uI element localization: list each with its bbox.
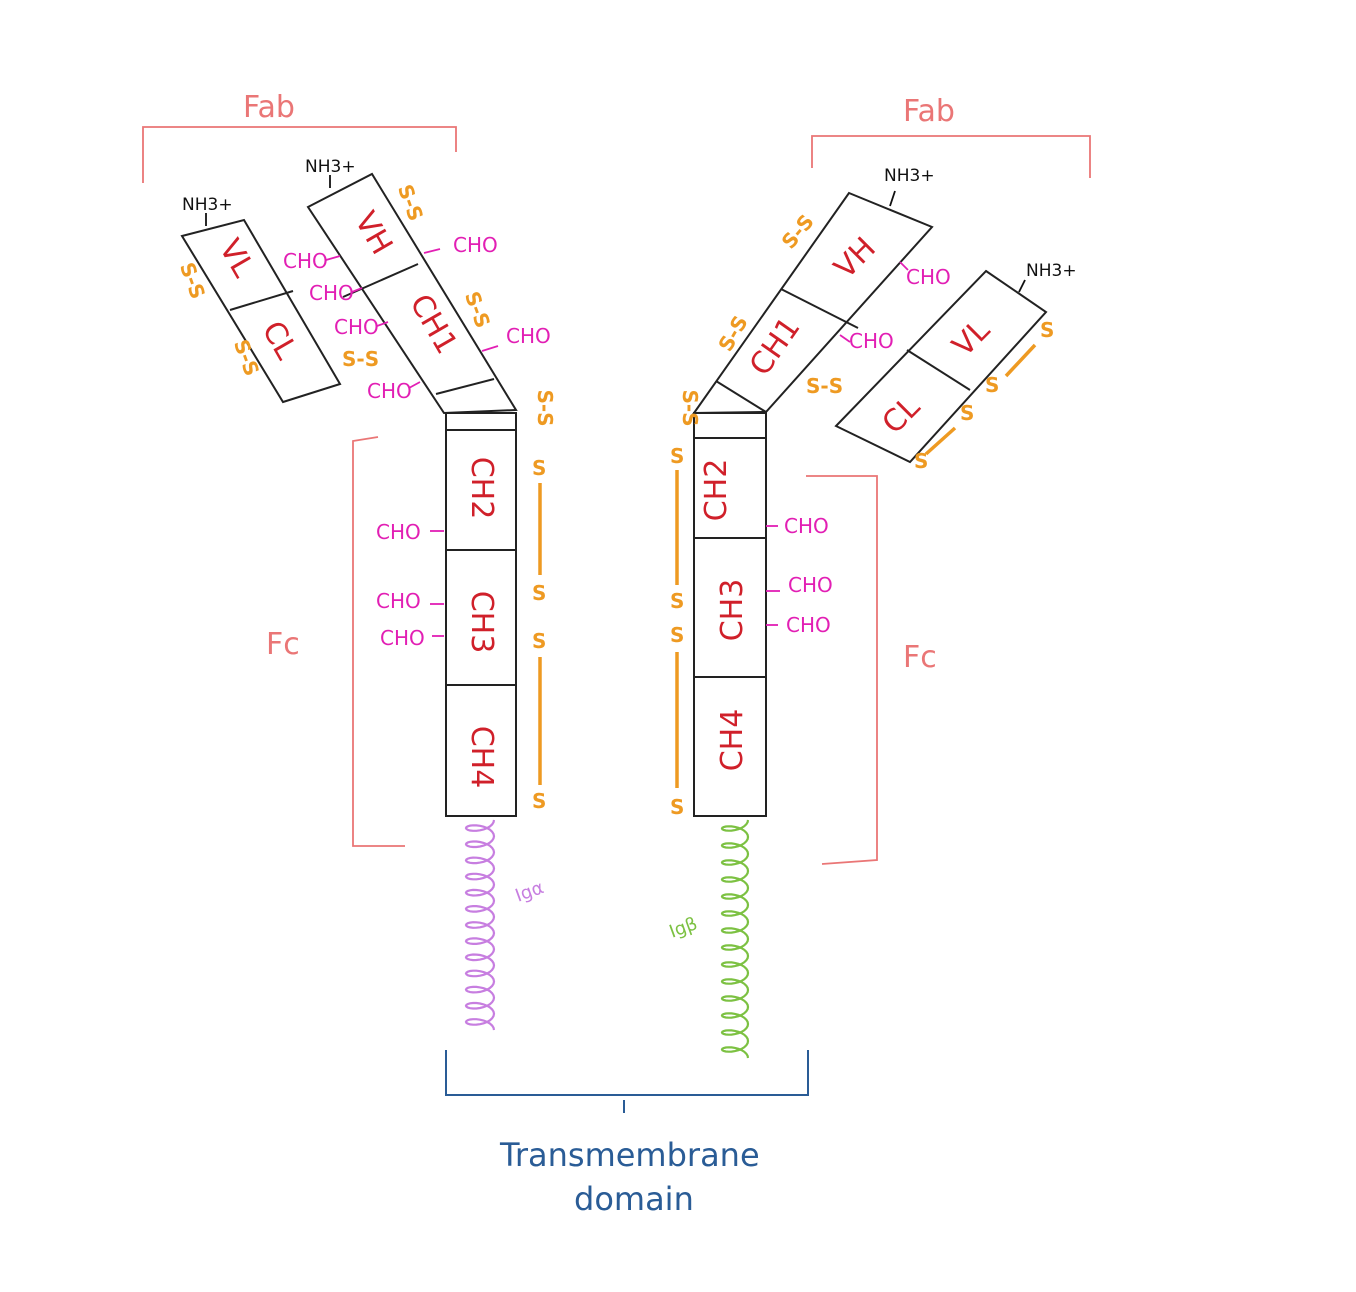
transmembrane-label-line1: Transmembrane [499, 1136, 760, 1174]
cho-left-8: CHO [376, 589, 421, 613]
fab-bracket-left [142, 126, 457, 183]
fc-label-left: Fc [266, 627, 300, 662]
ss-right-interchain: S-S [806, 374, 843, 398]
domain-right-cl: CL [876, 389, 928, 441]
domain-left-ch1: CH1 [402, 288, 464, 360]
nh3-right-light: NH3+ [1026, 261, 1077, 281]
right-light-chain [834, 269, 1048, 464]
nh3-right-heavy: NH3+ [884, 166, 935, 186]
domain-left-vh: VH [347, 206, 399, 261]
fab-label-left: Fab [243, 90, 295, 125]
domain-right-ch4: CH4 [715, 709, 750, 772]
transmembrane-bracket [445, 1050, 809, 1113]
domain-left-vl: VL [212, 233, 261, 283]
ss-left-interchain: S-S [342, 347, 379, 371]
s-right-light-2: S [985, 373, 999, 397]
s-left-3: S [532, 629, 546, 653]
ig-alpha-label: Igα [513, 877, 547, 907]
domain-left-ch2: CH2 [464, 457, 499, 520]
cho-right-3: CHO [784, 514, 829, 538]
domain-right-vl: VL [946, 313, 997, 364]
fc-bracket-left [352, 436, 405, 847]
nh3-left-light: NH3+ [182, 195, 233, 215]
ss-left-vl: S-S [175, 259, 210, 302]
right-heavy-chain [692, 190, 934, 817]
s-right-light-3: S [960, 401, 974, 425]
ss-right-ch1: S-S [713, 311, 752, 355]
cho-left-3: CHO [334, 315, 379, 339]
domain-right-vh: VH [828, 231, 883, 286]
domain-left-ch3: CH3 [464, 591, 499, 654]
disulfide-group-left: S-S S-S S-S S-S S-S S-S S S S S [175, 181, 557, 813]
cho-group-left: CHO CHO CHO CHO CHO CHO CHO CHO CHO [283, 233, 551, 650]
fab-bracket-right [811, 135, 1091, 178]
cho-left-4: CHO [367, 379, 412, 403]
domain-right-ch1: CH1 [743, 311, 808, 382]
cho-right-5: CHO [786, 613, 831, 637]
ss-left-hinge: S-S [533, 389, 557, 426]
domain-left-cl: CL [255, 315, 304, 365]
ig-beta-helix [720, 819, 750, 1059]
s-right-light-4: S [914, 449, 928, 473]
cho-left-1: CHO [283, 249, 328, 273]
domain-left-ch4: CH4 [464, 726, 499, 789]
cho-left-6: CHO [506, 324, 551, 348]
s-right-4: S [670, 795, 684, 819]
cho-left-9: CHO [380, 626, 425, 650]
ig-beta-label: Igβ [667, 913, 701, 942]
cho-right-1: CHO [906, 265, 951, 289]
ss-right-hinge: S-S [678, 389, 702, 426]
s-right-3: S [670, 623, 684, 647]
disulfide-group-right: S-S S-S S-S S-S S S S S S S S S [670, 210, 1054, 819]
left-light-chain [180, 213, 342, 404]
ig-alpha-helix [464, 819, 496, 1031]
s-right-2: S [670, 589, 684, 613]
cho-right-2: CHO [849, 329, 894, 353]
cho-right-4: CHO [788, 573, 833, 597]
cho-left-5: CHO [453, 233, 498, 257]
s-right-1: S [670, 444, 684, 468]
left-heavy-chain [306, 172, 518, 817]
ss-left-cl: S-S [229, 336, 264, 379]
s-left-1: S [532, 456, 546, 480]
s-left-2: S [532, 581, 546, 605]
domain-right-ch3: CH3 [715, 579, 750, 642]
nh3-left-heavy: NH3+ [305, 157, 356, 177]
fc-bracket-right [806, 475, 878, 865]
cho-left-7: CHO [376, 520, 421, 544]
transmembrane-label-line2: domain [574, 1180, 694, 1218]
s-right-light-1: S [1040, 318, 1054, 342]
ss-left-ch1: S-S [460, 288, 495, 331]
ss-right-vh: S-S [777, 210, 819, 254]
cho-left-2: CHO [309, 281, 354, 305]
fab-label-right: Fab [903, 94, 955, 129]
domain-right-ch2: CH2 [699, 459, 734, 522]
cho-group-right: CHO CHO CHO CHO CHO [766, 261, 951, 637]
s-left-4: S [532, 789, 546, 813]
fc-label-right: Fc [903, 640, 937, 675]
